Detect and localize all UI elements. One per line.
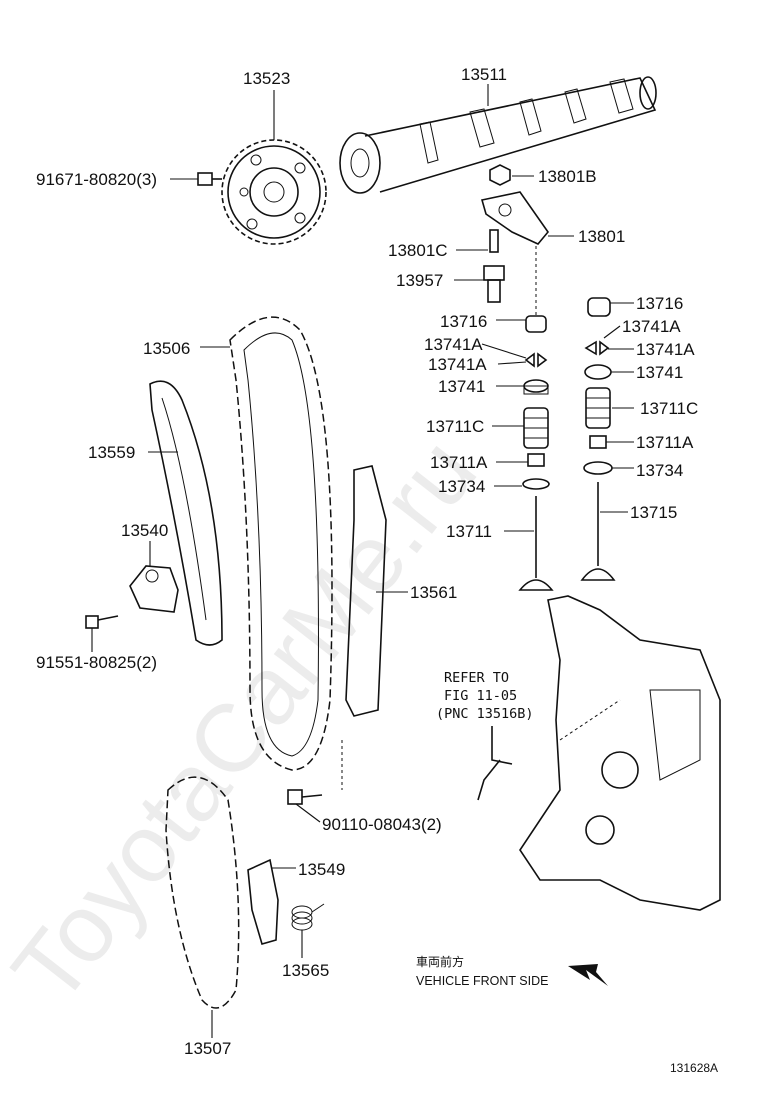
part-number-13559[interactable]: 13559	[88, 443, 135, 462]
part-number-13741-left[interactable]: 13741	[438, 377, 485, 396]
lash-adjuster-bolt	[483, 265, 505, 303]
front-direction-arrow-icon	[568, 964, 608, 986]
oil-pump-chain	[165, 776, 240, 1009]
watermark: ToyotaCarMe.ru	[0, 419, 497, 1023]
part-number-13801C[interactable]: 13801C	[388, 241, 448, 260]
part-number-13734-right[interactable]: 13734	[636, 461, 683, 480]
part-number-13801[interactable]: 13801	[578, 227, 625, 246]
valve-assembly-left	[518, 315, 554, 591]
refer-note-line-3[interactable]: (PNC 13516B)	[436, 706, 534, 722]
part-number-13549[interactable]: 13549	[298, 860, 345, 879]
adjuster-nut	[489, 164, 511, 186]
refer-note-line-2[interactable]: FIG 11-05	[444, 688, 517, 704]
sprocket-bolt	[197, 172, 222, 186]
part-number-13741A-right-2[interactable]: 13741A	[636, 340, 695, 359]
adjusting-screw	[489, 229, 499, 253]
part-number-90110-08043[interactable]: 90110-08043(2)	[322, 815, 442, 834]
direction-label-english: VEHICLE FRONT SIDE	[416, 974, 548, 988]
refer-pipe	[477, 726, 513, 801]
part-number-13711C-right[interactable]: 13711C	[640, 399, 698, 418]
chain-guide-slipper	[149, 380, 223, 646]
part-number-13734-left[interactable]: 13734	[438, 477, 485, 496]
direction-label-japanese: 車両前方	[416, 954, 464, 969]
tensioner-spring	[291, 903, 325, 931]
tensioner-bolt	[85, 615, 119, 629]
refer-note-line-1[interactable]: REFER TO	[444, 670, 509, 686]
engine-block	[519, 595, 721, 911]
part-number-13507[interactable]: 13507	[184, 1039, 231, 1058]
chain-tensioner-plate	[247, 858, 279, 945]
part-number-13565[interactable]: 13565	[282, 961, 329, 980]
valve-assembly-right	[580, 297, 616, 581]
damper-bolt	[287, 789, 323, 805]
chain-tensioner	[129, 565, 179, 613]
part-number-13561[interactable]: 13561	[410, 583, 457, 602]
part-number-13711[interactable]: 13711	[446, 522, 492, 541]
figure-id: 131628A	[670, 1061, 718, 1075]
part-number-13741-right[interactable]: 13741	[636, 363, 683, 382]
part-number-13711A-right[interactable]: 13711A	[636, 433, 694, 452]
part-number-13957[interactable]: 13957	[396, 271, 443, 290]
part-number-13716-right[interactable]: 13716	[636, 294, 683, 313]
part-number-13506[interactable]: 13506	[143, 339, 190, 358]
part-number-13523[interactable]: 13523	[243, 69, 290, 88]
part-number-91551-80825[interactable]: 91551-80825(2)	[36, 653, 157, 672]
part-number-13716-left[interactable]: 13716	[440, 312, 487, 331]
part-number-13741A-right-1[interactable]: 13741A	[622, 317, 681, 336]
part-number-13511[interactable]: 13511	[461, 65, 507, 84]
part-number-13711C-left[interactable]: 13711C	[426, 417, 484, 436]
part-number-13801B[interactable]: 13801B	[538, 167, 597, 186]
timing-chain-upper	[229, 316, 333, 771]
camshaft-sprocket	[221, 139, 327, 245]
part-number-13711A-left[interactable]: 13711A	[430, 453, 488, 472]
part-number-13540[interactable]: 13540	[121, 521, 168, 540]
chain-vibration-damper	[345, 465, 387, 717]
part-number-13741A-left-1[interactable]: 13741A	[424, 335, 483, 354]
part-number-13715[interactable]: 13715	[630, 503, 677, 522]
part-number-91671-80820[interactable]: 91671-80820(3)	[36, 170, 157, 189]
camshaft	[339, 76, 657, 194]
part-number-13741A-left-2[interactable]: 13741A	[428, 355, 487, 374]
rocker-arm	[480, 191, 550, 245]
